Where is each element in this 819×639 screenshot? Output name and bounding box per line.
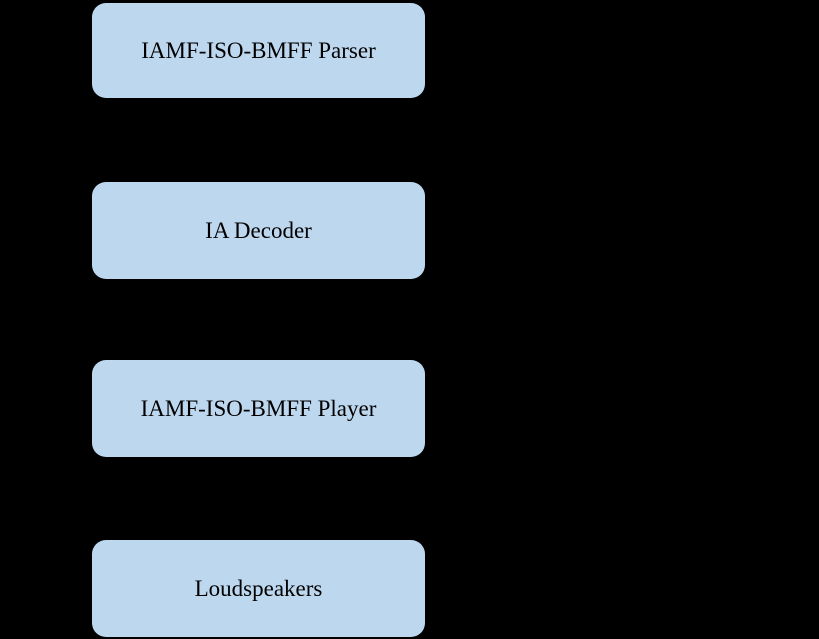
node-label: IAMF-ISO-BMFF Parser bbox=[141, 37, 376, 63]
node-iamf-iso-bmff-player: IAMF-ISO-BMFF Player bbox=[92, 360, 425, 457]
node-ia-decoder: IA Decoder bbox=[92, 182, 425, 279]
node-label: Loudspeakers bbox=[194, 575, 323, 601]
node-loudspeakers: Loudspeakers bbox=[92, 540, 425, 637]
node-iamf-iso-bmff-parser: IAMF-ISO-BMFF Parser bbox=[92, 3, 425, 98]
node-label: IAMF-ISO-BMFF Player bbox=[140, 395, 377, 421]
node-label: IA Decoder bbox=[205, 217, 312, 243]
